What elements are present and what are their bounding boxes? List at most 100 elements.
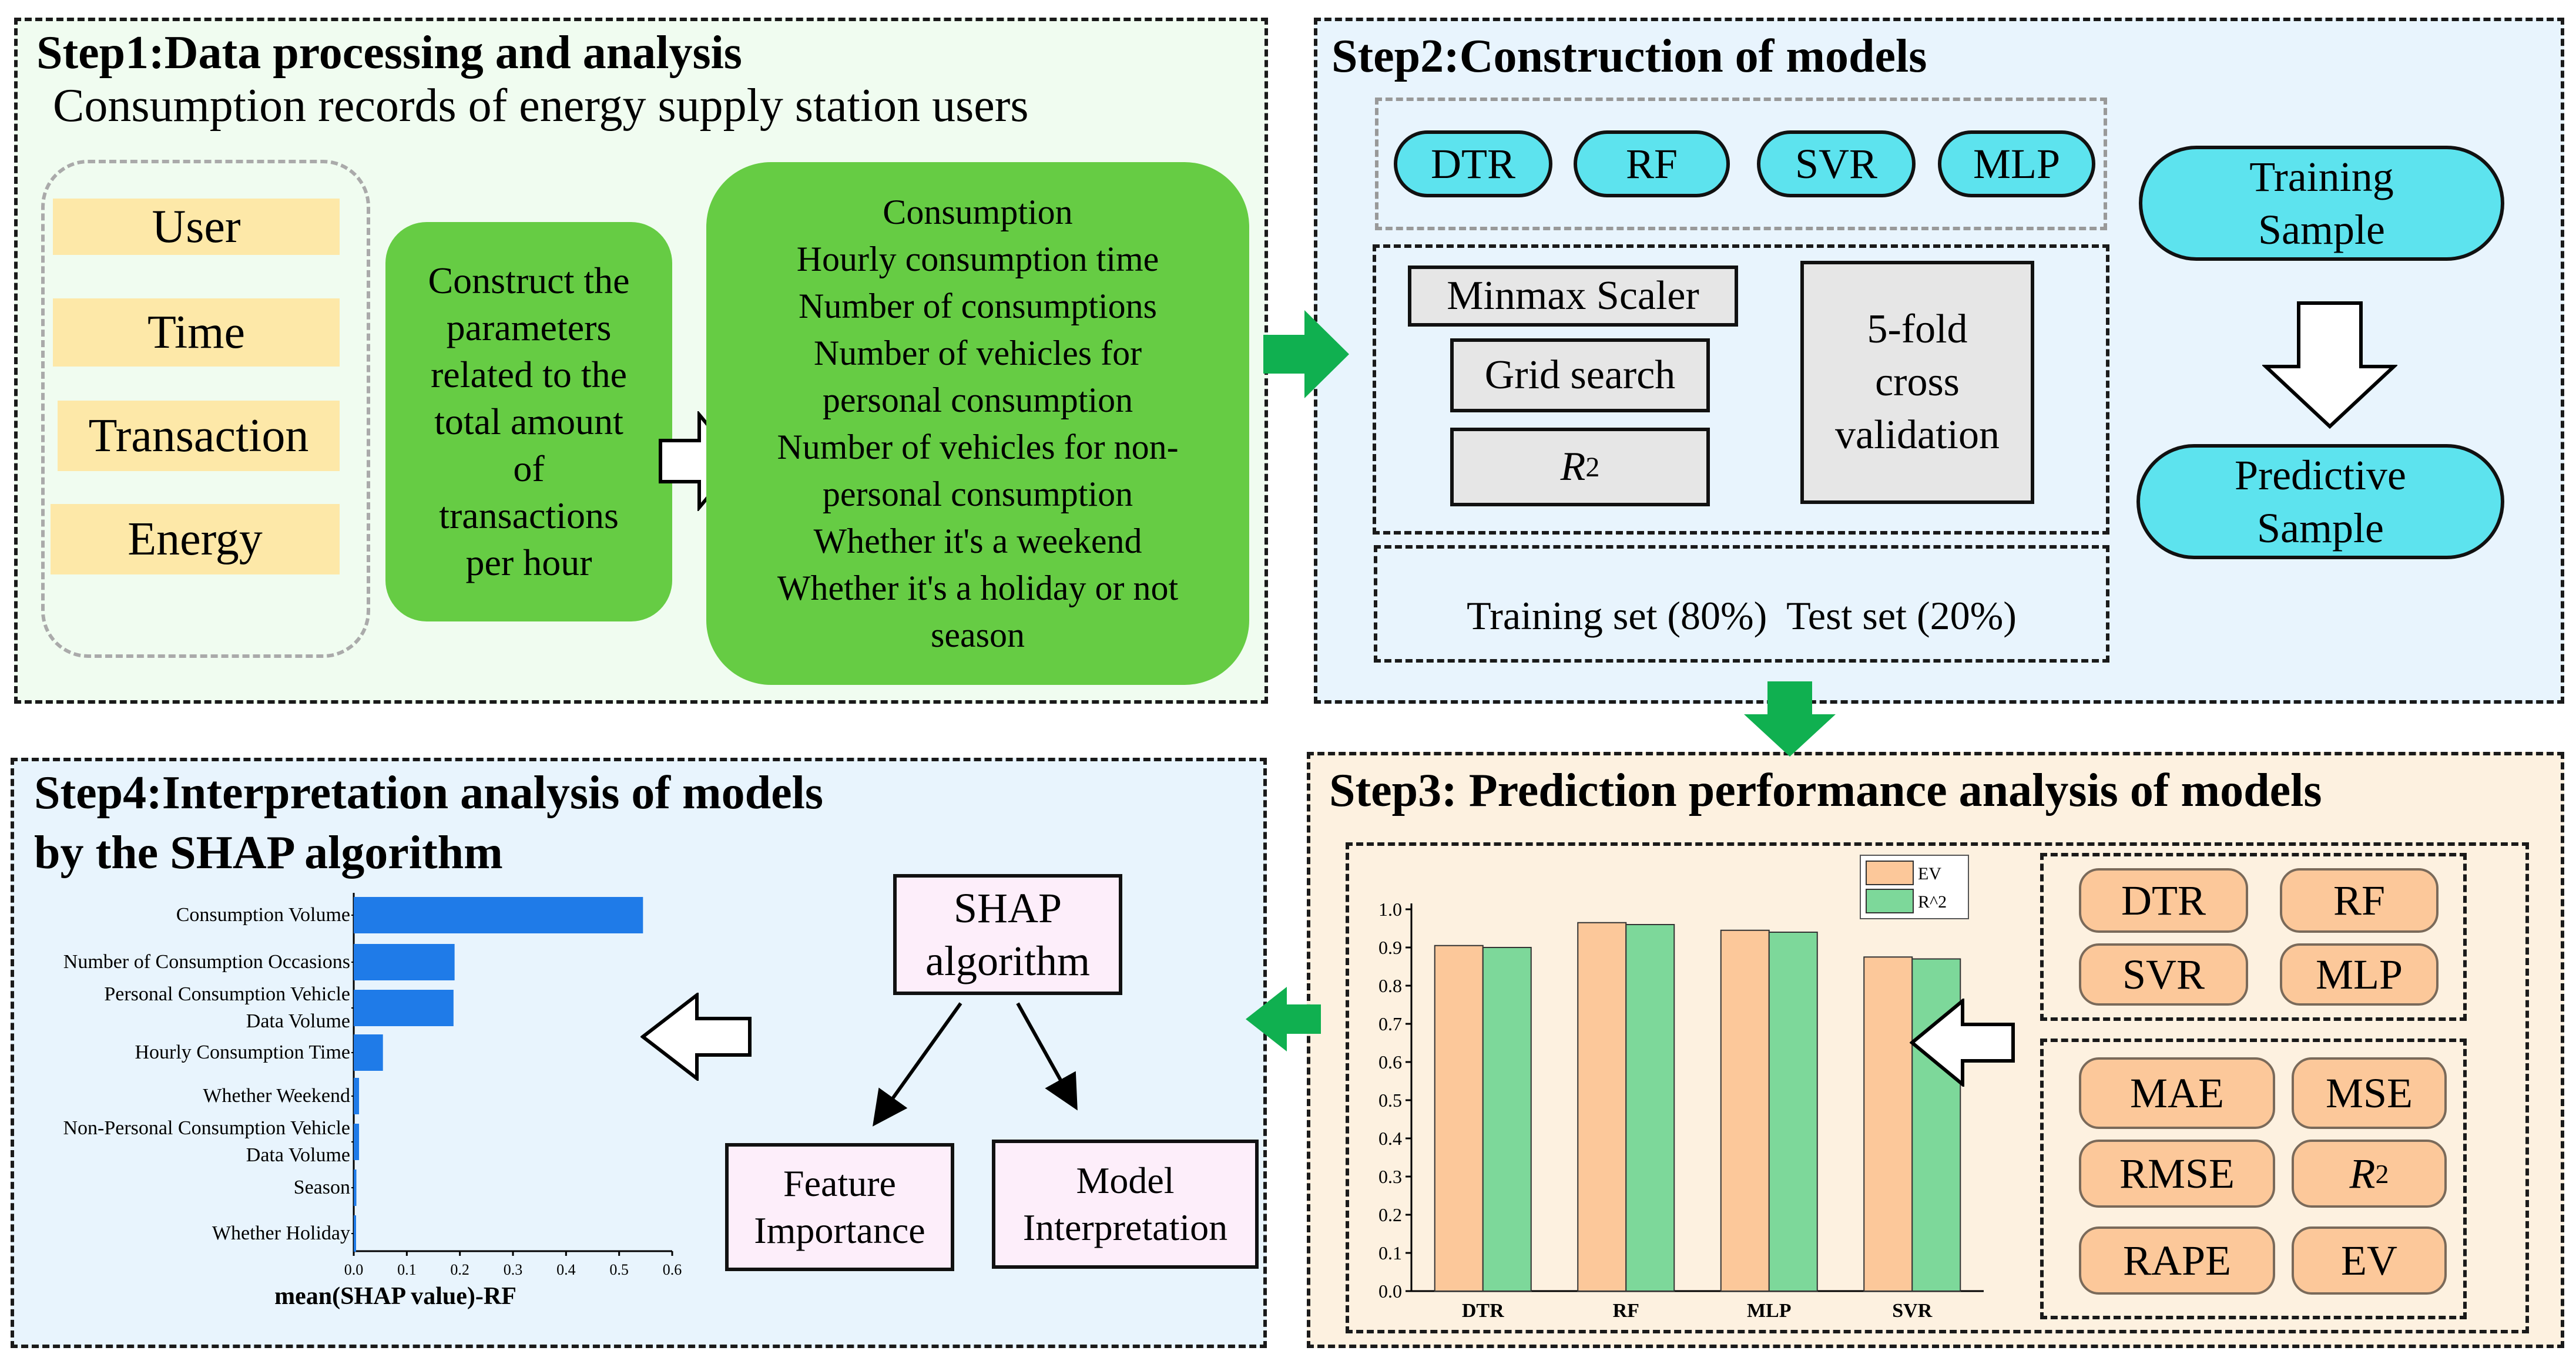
metric-mae: MAE <box>2079 1057 2275 1129</box>
param-line: Number of vehicles for <box>813 334 1142 372</box>
model-pill-mlp: MLP <box>1938 130 2095 197</box>
tag-user: User <box>53 199 340 255</box>
shap-feature-label: Data Volume <box>246 1144 350 1166</box>
bar-r2-dtr <box>1482 947 1532 1292</box>
shap-x-tick-label: 0.6 <box>663 1261 682 1278</box>
step4-title-line1: Step4:Interpretation analysis of models <box>34 767 823 819</box>
y-tick-label: 0.8 <box>1378 975 1402 996</box>
bar-ev-svr <box>1863 956 1913 1292</box>
perf-model-dtr: DTR <box>2079 868 2248 933</box>
step4-left-arrow-icon <box>640 993 752 1081</box>
param-line: Consumption <box>883 193 1073 231</box>
shap-bar <box>354 1034 383 1071</box>
construct-line: of <box>513 448 545 489</box>
step3-left-arrow-icon <box>1910 999 2015 1087</box>
legend-swatch <box>1866 889 1914 913</box>
shap-x-tick-label: 0.0 <box>344 1261 364 1278</box>
shap-feature-label: Hourly Consumption Time <box>135 1041 350 1063</box>
perf-model-svr: SVR <box>2079 943 2248 1006</box>
green-arrow-right-icon <box>1263 310 1349 398</box>
model-interpretation-line: Interpretation <box>1022 1207 1228 1248</box>
step4-title-line2: by the SHAP algorithm <box>34 827 503 879</box>
green-arrow-left-icon <box>1246 987 1321 1051</box>
data-fields-group <box>41 160 370 658</box>
shap-feature-label: Whether Holiday <box>212 1222 350 1244</box>
data-split-box: Training set (80%) Test set (20%) <box>1374 545 2109 663</box>
shap-algorithm-box: SHAP algorithm <box>893 874 1122 995</box>
param-line: personal consumption <box>822 381 1133 419</box>
metric-r2-sup: 2 <box>2375 1158 2389 1189</box>
shap-x-tick-label: 0.3 <box>504 1261 523 1278</box>
x-tick-label: MLP <box>1747 1300 1792 1322</box>
y-tick-label: 1.0 <box>1378 899 1402 920</box>
training-sample-line: Training <box>2249 153 2394 200</box>
y-tick-label: 0.3 <box>1378 1166 1402 1187</box>
x-tick-label: SVR <box>1892 1300 1932 1322</box>
y-tick-label: 0.9 <box>1378 937 1402 958</box>
construct-line: related to the <box>430 354 628 395</box>
metric-rmse: RMSE <box>2079 1140 2275 1208</box>
r2-base: R <box>1560 444 1586 489</box>
feature-importance-box: Feature Importance <box>725 1143 954 1271</box>
shap-x-axis-label: mean(SHAP value)-RF <box>274 1283 516 1310</box>
legend-label: EV <box>1918 864 1941 883</box>
models-group <box>1375 98 2107 230</box>
model-interpretation-line: Model <box>1076 1160 1175 1201</box>
legend-swatch <box>1866 861 1914 885</box>
feature-importance-line: Importance <box>754 1209 925 1251</box>
param-line: Whether it's a weekend <box>813 522 1142 560</box>
step3-title: Step3: Prediction performance analysis o… <box>1329 765 2322 816</box>
shap-bar <box>354 1215 356 1252</box>
model-interpretation-box: Model Interpretation <box>992 1140 1259 1269</box>
metric-mse: MSE <box>2292 1057 2447 1129</box>
down-arrow-icon <box>2262 301 2397 429</box>
shap-feature-label: Consumption Volume <box>176 904 350 926</box>
shap-feature-label: Data Volume <box>246 1010 350 1032</box>
param-line: Number of vehicles for non- <box>777 428 1179 466</box>
r2-sup: 2 <box>1585 451 1600 483</box>
bar-ev-rf <box>1577 922 1627 1292</box>
param-line: Hourly consumption time <box>796 240 1159 278</box>
shap-bar <box>354 944 455 980</box>
y-tick-label: 0.7 <box>1378 1013 1402 1034</box>
training-sample-line: Sample <box>2258 206 2385 253</box>
construct-line: per hour <box>465 542 592 583</box>
x-tick-label: RF <box>1613 1300 1639 1322</box>
step3-metrics-group <box>2040 1039 2467 1319</box>
construct-line: Construct the <box>428 260 630 301</box>
step2-title: Step2:Construction of models <box>1331 31 1927 82</box>
grid-search-box: Grid search <box>1450 338 1710 412</box>
y-tick-label: 0.6 <box>1378 1051 1402 1073</box>
y-tick-label: 0.2 <box>1378 1204 1402 1225</box>
shap-x-tick-label: 0.2 <box>450 1261 469 1278</box>
step1-title: Step1:Data processing and analysis <box>36 27 742 79</box>
performance-group <box>1346 842 2529 1333</box>
shap-x-tick-label: 0.1 <box>397 1261 417 1278</box>
training-sample-pill: Training Sample <box>2139 146 2504 261</box>
perf-model-rf: RF <box>2280 868 2439 933</box>
parameters-list-box: Consumption Hourly consumption time Numb… <box>706 162 1249 685</box>
param-line: Whether it's a holiday or not <box>777 569 1179 607</box>
construct-parameters-box: Construct the parameters related to the … <box>385 222 672 621</box>
bar-r2-rf <box>1625 924 1675 1292</box>
bar-r2-mlp <box>1768 932 1818 1292</box>
tag-transaction: Transaction <box>58 401 340 471</box>
feature-importance-line: Feature <box>783 1162 896 1204</box>
shap-x-tick-label: 0.5 <box>609 1261 629 1278</box>
predictive-sample-pill: Predictive Sample <box>2136 444 2504 559</box>
cv-line: validation <box>1835 412 2000 458</box>
y-tick-label: 0.1 <box>1378 1242 1402 1263</box>
param-line: Number of consumptions <box>799 287 1157 325</box>
shap-bar <box>354 1124 360 1160</box>
cross-validation-box: 5-fold cross validation <box>1800 261 2034 504</box>
legend-label: R^2 <box>1918 892 1947 912</box>
shap-bar <box>354 897 643 933</box>
cv-line: 5-fold <box>1867 307 1968 352</box>
bar-ev-dtr <box>1434 945 1484 1292</box>
minmax-scaler-box: Minmax Scaler <box>1408 266 1738 327</box>
y-tick-label: 0.0 <box>1378 1281 1402 1302</box>
shap-feature-label: Personal Consumption Vehicle <box>104 983 350 1005</box>
